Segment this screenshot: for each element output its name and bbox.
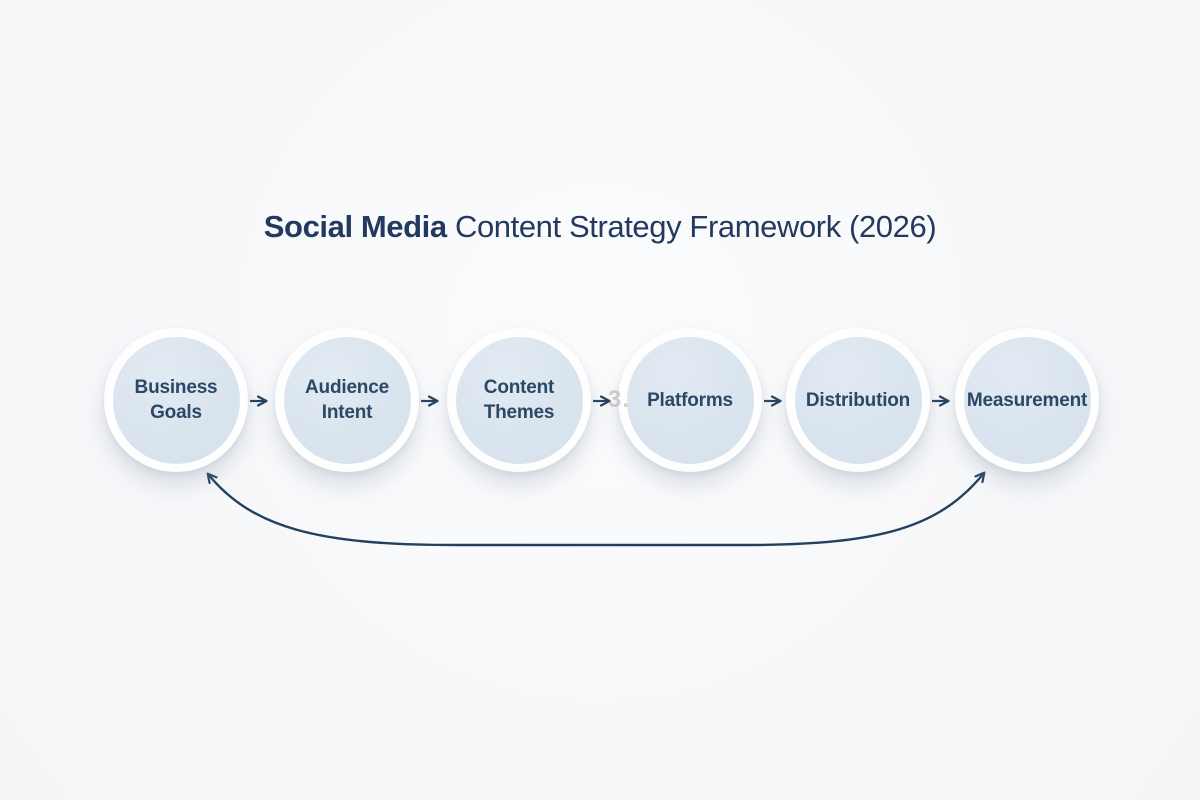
ghost-number-artifact: 3. — [608, 386, 631, 413]
node-platforms-label: Platforms — [647, 388, 733, 413]
node-platforms-circle: Platforms — [626, 336, 754, 464]
node-measurement-circle: Measurement — [963, 336, 1091, 464]
page-title-rest: Content Strategy Framework (2026) — [446, 208, 937, 244]
node-label-line: Distribution — [805, 389, 911, 411]
node-label-line: Audience — [305, 377, 389, 398]
node-business-goals: Business Goals — [104, 328, 248, 472]
node-business-goals-label: Business Goals — [135, 375, 218, 425]
node-label-line: Intent — [321, 402, 373, 423]
node-content-themes-circle: Content Themes — [455, 336, 583, 464]
node-platforms: Platforms — [618, 328, 762, 472]
node-distribution-circle: Distribution — [794, 336, 922, 464]
node-label-line: Measurement — [966, 389, 1088, 411]
node-content-themes: Content Themes — [447, 328, 591, 472]
node-label-line: Content — [483, 377, 555, 398]
node-audience-intent: Audience Intent — [275, 328, 419, 472]
node-distribution-label: Distribution — [806, 388, 910, 413]
node-distribution: Distribution — [786, 328, 930, 472]
node-label-line: Platforms — [647, 389, 733, 411]
node-measurement: Measurement — [955, 328, 1099, 472]
node-measurement-label: Measurement — [967, 388, 1087, 413]
node-label-line: Goals — [150, 402, 202, 423]
page-title: Social Media Content Strategy Framework … — [0, 209, 1200, 245]
feedback-loop-arrow — [208, 473, 984, 547]
node-content-themes-label: Content Themes — [484, 375, 555, 425]
node-label-line: Business — [134, 377, 218, 398]
node-label-line: Themes — [483, 402, 555, 423]
page-title-emphasis: Social Media — [263, 208, 447, 244]
node-business-goals-circle: Business Goals — [112, 336, 240, 464]
node-audience-intent-circle: Audience Intent — [283, 336, 411, 464]
node-audience-intent-label: Audience Intent — [305, 375, 389, 425]
